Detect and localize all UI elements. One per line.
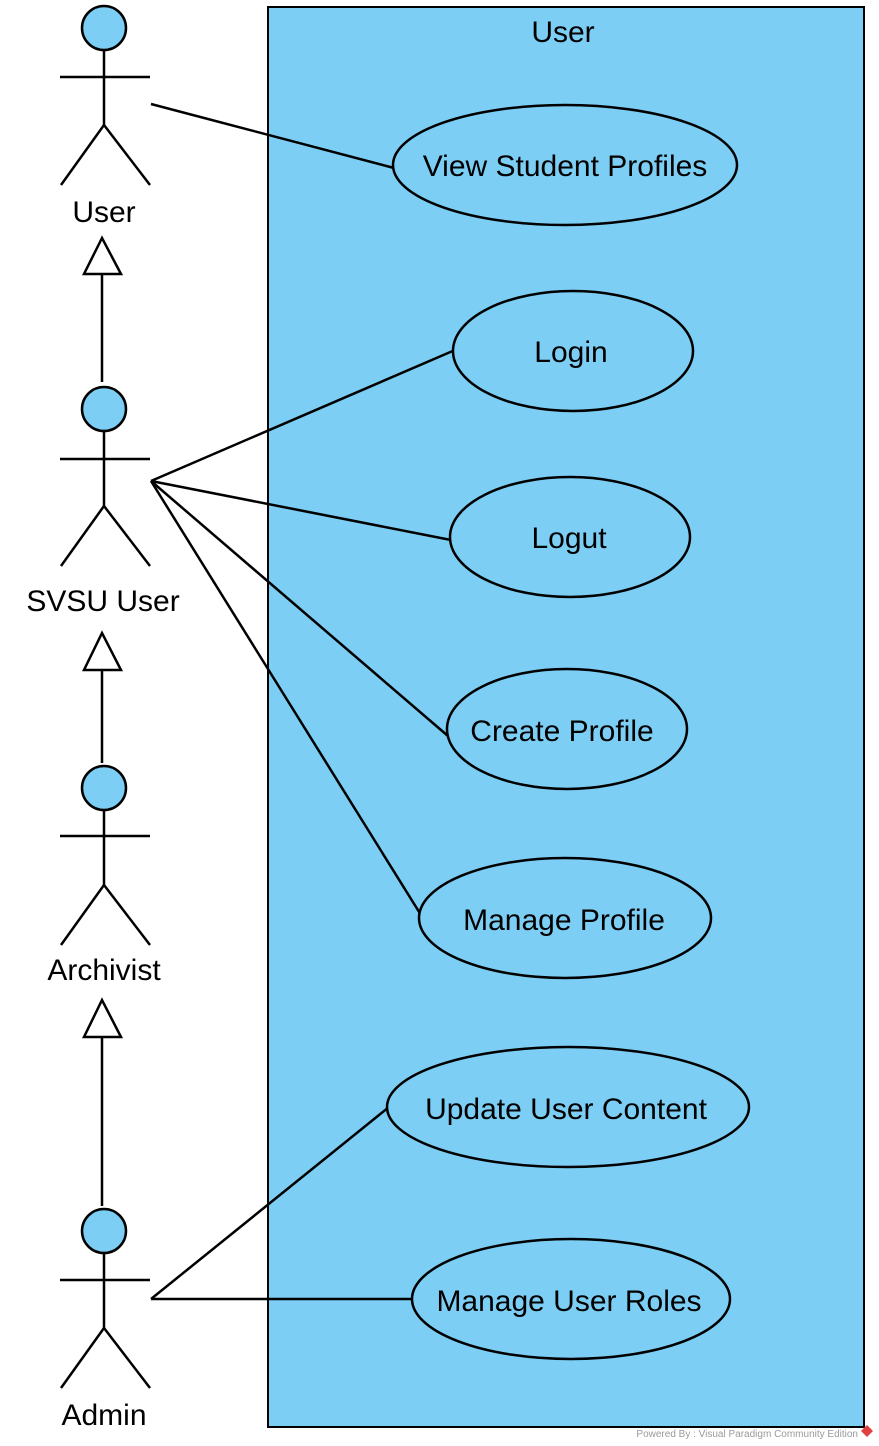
watermark: Powered By : Visual Paradigm Community E… (636, 1429, 858, 1440)
generalizations (81, 235, 124, 1206)
actor-user[interactable] (59, 4, 151, 186)
use-case-label: Create Profile (470, 715, 653, 748)
use-case-create[interactable]: Create Profile (445, 667, 689, 791)
association-svsu-logut (150, 479, 452, 542)
use-case-login[interactable]: Login (451, 289, 695, 413)
actor-head (80, 385, 128, 433)
association-user-view (150, 102, 395, 170)
actor-label-archivist: Archivist (47, 954, 161, 987)
use-case-view[interactable]: View Student Profiles (391, 103, 739, 227)
actor-head (80, 4, 128, 52)
system-name: User (531, 16, 594, 49)
actor-admin[interactable] (59, 1207, 151, 1389)
actor-head (80, 1207, 128, 1255)
actor-label-admin: Admin (61, 1399, 146, 1432)
association-svsu-login (150, 348, 456, 483)
use-case-label: Logut (531, 522, 607, 555)
actor-archivist[interactable] (59, 764, 151, 946)
use-case-manage[interactable]: Manage Profile (417, 856, 713, 980)
actor-label-svsu-user: SVSU User (26, 585, 179, 618)
associations (149, 102, 456, 1301)
use-case-label: View Student Profiles (423, 150, 708, 183)
use-case-label: Update User Content (425, 1093, 707, 1126)
generalization-svsu-to-user (81, 235, 124, 382)
association-admin-update (150, 1106, 390, 1300)
use-case-label: Login (534, 336, 607, 369)
use-case-roles[interactable]: Manage User Roles (410, 1237, 732, 1361)
actor-label-user: User (72, 196, 135, 229)
use-case-update[interactable]: Update User Content (385, 1045, 751, 1169)
use-case-label: Manage User Roles (436, 1285, 701, 1318)
watermark-logo-icon (861, 1425, 873, 1437)
actor-svsu-user[interactable] (59, 385, 151, 567)
use-case-label: Manage Profile (463, 904, 665, 937)
actor-head (80, 764, 128, 812)
association-svsu-manage (149, 480, 423, 916)
association-svsu-create (150, 480, 449, 737)
generalization-archivist-to-svsu (82, 630, 124, 763)
generalization-admin-to-archivist (82, 997, 124, 1206)
use-case-logut[interactable]: Logut (448, 475, 692, 599)
